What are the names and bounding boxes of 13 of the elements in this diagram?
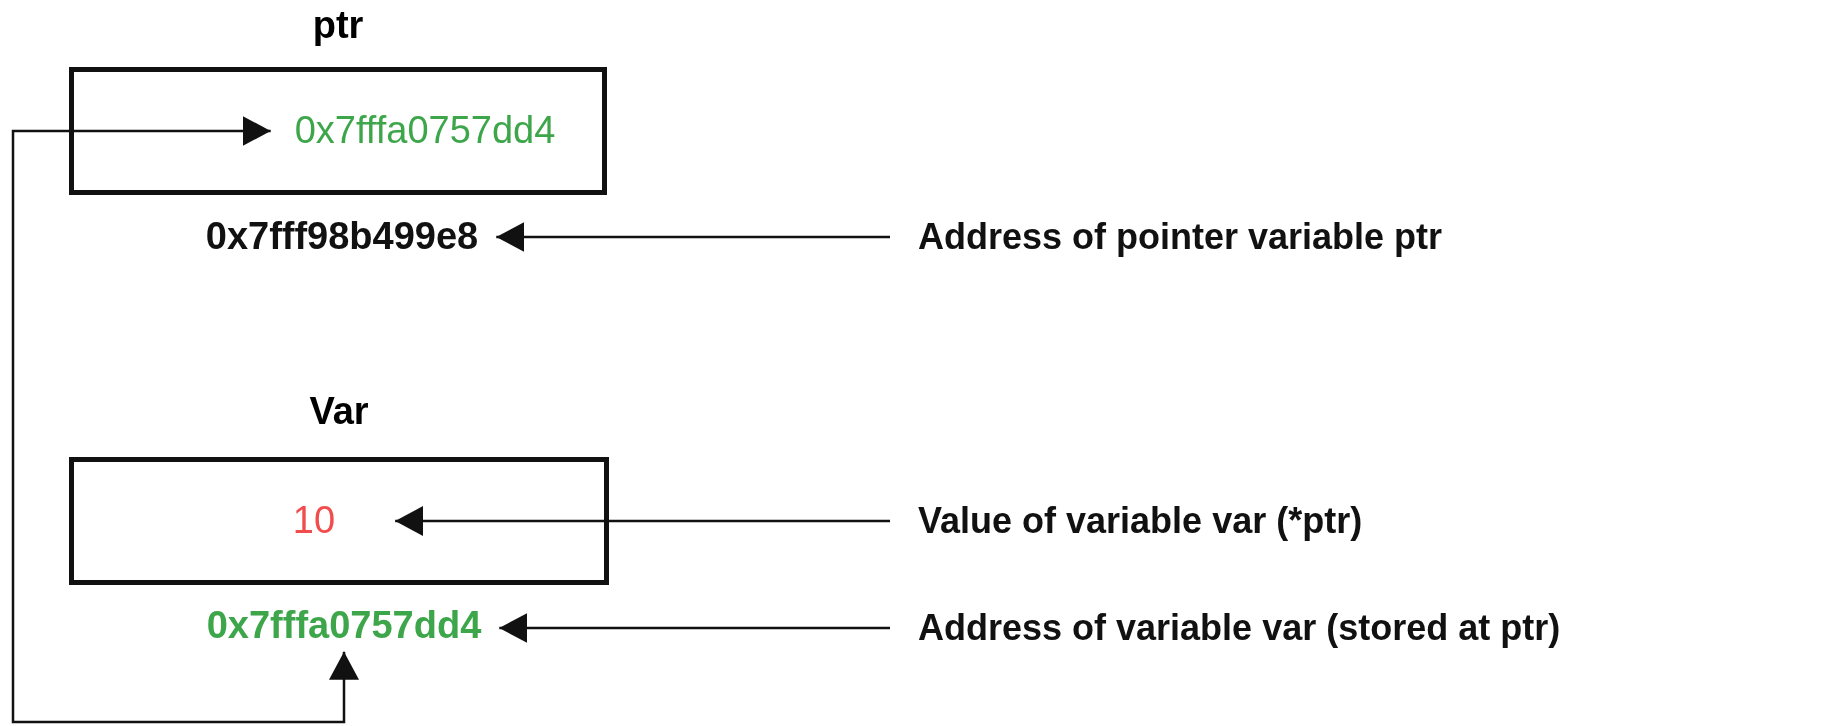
arrow bbox=[11, 116, 359, 724]
variable-name: ptr bbox=[312, 4, 364, 48]
arrow bbox=[395, 506, 890, 536]
variable-value: 10 bbox=[292, 499, 396, 543]
arrow bbox=[496, 222, 890, 252]
address-text: 0x7fff98b499e8 bbox=[187, 215, 497, 259]
address-text: 0x7fffa0757dd4 bbox=[188, 604, 500, 652]
annotation-text: Address of pointer variable ptr bbox=[918, 216, 1443, 258]
variable-name: Var bbox=[309, 390, 369, 434]
pointer-value: 0x7fffa0757dd4 bbox=[270, 109, 556, 153]
annotation-text: Value of variable var (*ptr) bbox=[918, 500, 1363, 542]
annotation-text: Address of variable var (stored at ptr) bbox=[918, 607, 1561, 649]
arrow bbox=[499, 613, 890, 643]
